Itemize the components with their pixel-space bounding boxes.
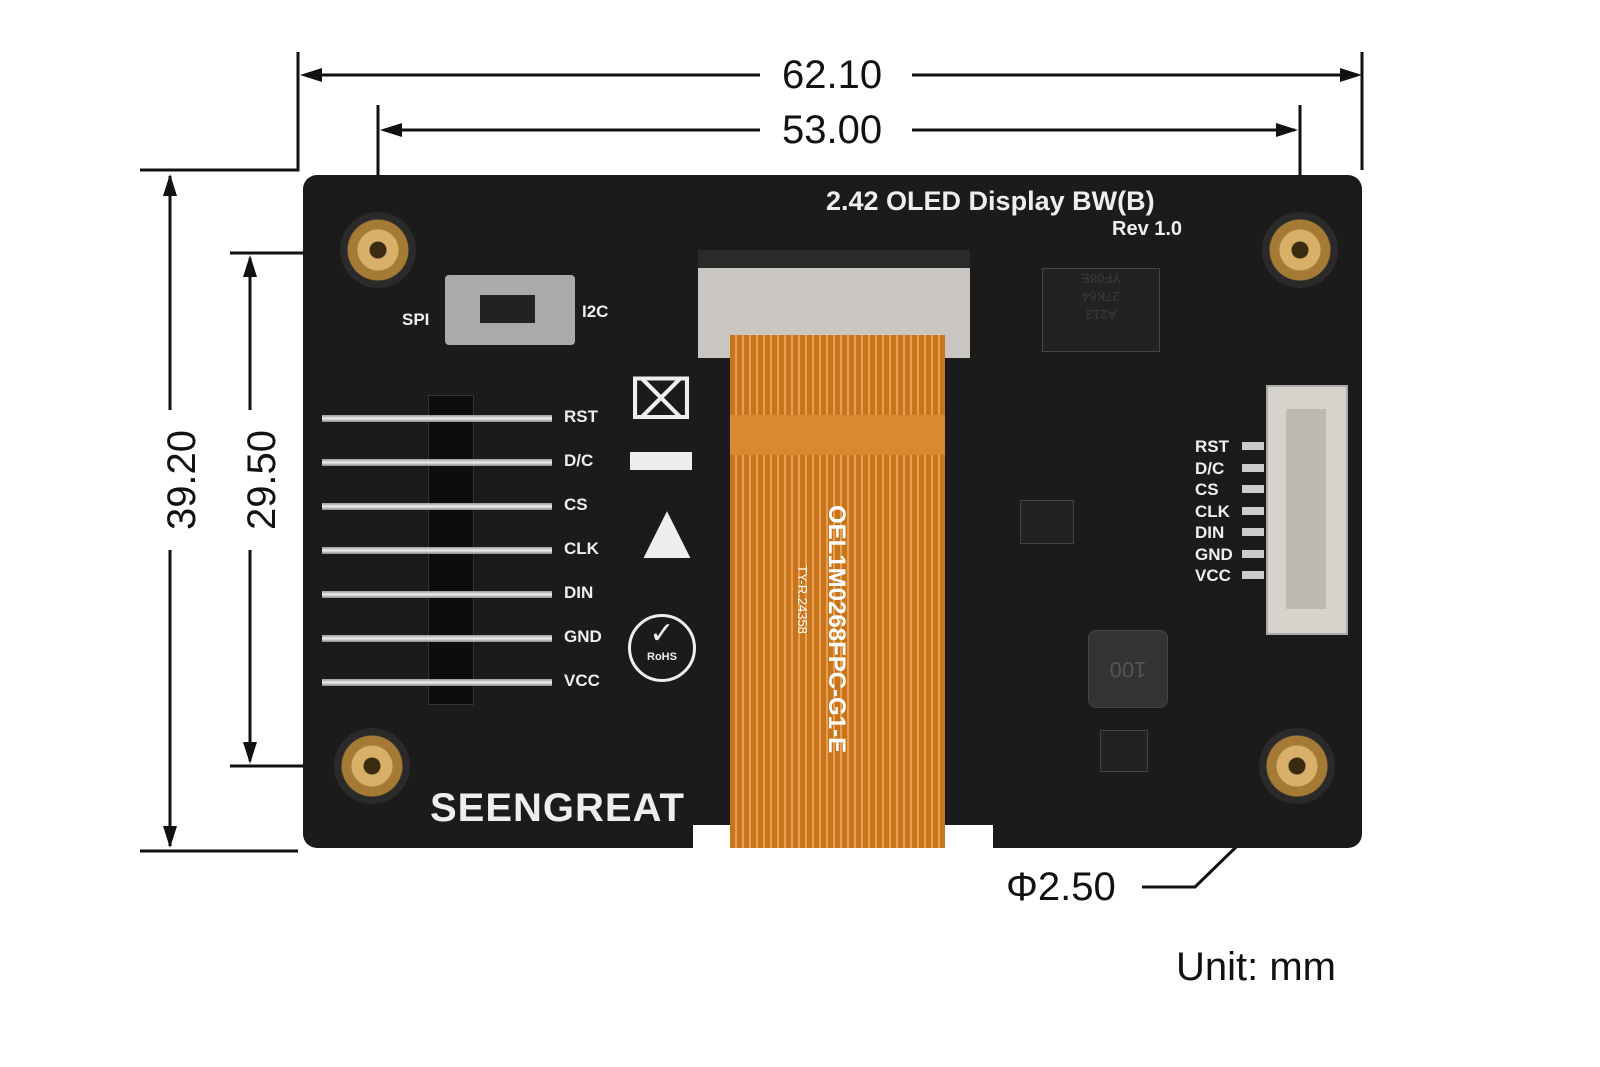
connector-pin-label: CS (1195, 480, 1219, 499)
board-title: 2.42 OLED Display BW(B) (826, 186, 1155, 216)
fpc-lot-number: TY-R.24358 (795, 565, 810, 634)
connector-pin (1242, 463, 1264, 472)
header-pin-label: RST (564, 407, 598, 426)
dim-hole-spacing-y: 29.50 (240, 417, 285, 543)
switch-label-i2c: I2C (582, 302, 609, 321)
dim-board-width: 62.10 (770, 53, 895, 97)
mounting-hole-bottom-left (334, 728, 410, 804)
connector-pin (1242, 506, 1264, 515)
connector-pin-label: VCC (1195, 566, 1231, 585)
header-pin-label: CLK (564, 539, 599, 558)
jst-connector (1266, 385, 1348, 635)
header-pin-label: D/C (564, 451, 594, 470)
board-revision: Rev 1.0 (1112, 218, 1183, 240)
dim-board-height: 39.20 (160, 417, 205, 543)
mounting-hole-top-right (1262, 212, 1338, 288)
connector-pin-label: GND (1195, 544, 1233, 564)
header-pin (322, 635, 552, 642)
switch-label-spi: SPI (402, 310, 430, 329)
header-pin-label: GND (564, 627, 602, 646)
transistor (1100, 730, 1148, 772)
weee-bar (630, 452, 692, 470)
regulator-ic (1020, 500, 1074, 544)
header-pin-label: DIN (564, 583, 594, 602)
connector-pin (1242, 528, 1264, 536)
header-pin-label: VCC (564, 671, 600, 690)
header-pin (322, 415, 552, 422)
header-pin-label: CS (564, 495, 588, 514)
brand-logo: SEENGREAT (430, 786, 685, 830)
connector-pin-label: RST (1195, 437, 1229, 456)
esd-warning-icon: ▲ (627, 486, 707, 575)
connector-pin (1242, 571, 1264, 579)
header-pin (322, 591, 552, 598)
mounting-hole-top-left (340, 212, 416, 288)
mounting-hole-bottom-right (1259, 728, 1335, 804)
fpc-part-number: OEL1M0268FPC-G1-E (823, 505, 850, 754)
inductor: 100 (1088, 630, 1168, 708)
header-pin (322, 679, 552, 686)
connector-pin-label: DIN (1195, 523, 1225, 542)
unit-label: Unit: mm (1176, 945, 1336, 989)
connector-pin-label: CLK (1195, 501, 1230, 521)
dim-hole-spacing-x: 53.00 (770, 108, 895, 152)
dim-hole-diameter: Φ2.50 (1000, 865, 1122, 909)
header-pin (322, 459, 552, 466)
connector-pin (1242, 549, 1264, 558)
weee-icon: ⌧ (628, 368, 694, 431)
connector-pin-label: D/C (1195, 458, 1225, 478)
rohs-icon: ✓RoHS (628, 614, 696, 682)
interface-switch[interactable] (445, 275, 575, 345)
fpc-ribbon: OEL1M0268FPC-G1-E TY-R.24358 (730, 335, 945, 848)
connector-pin (1242, 485, 1264, 493)
header-pin (322, 547, 552, 554)
connector-pin (1242, 442, 1264, 450)
header-pin (322, 503, 552, 510)
